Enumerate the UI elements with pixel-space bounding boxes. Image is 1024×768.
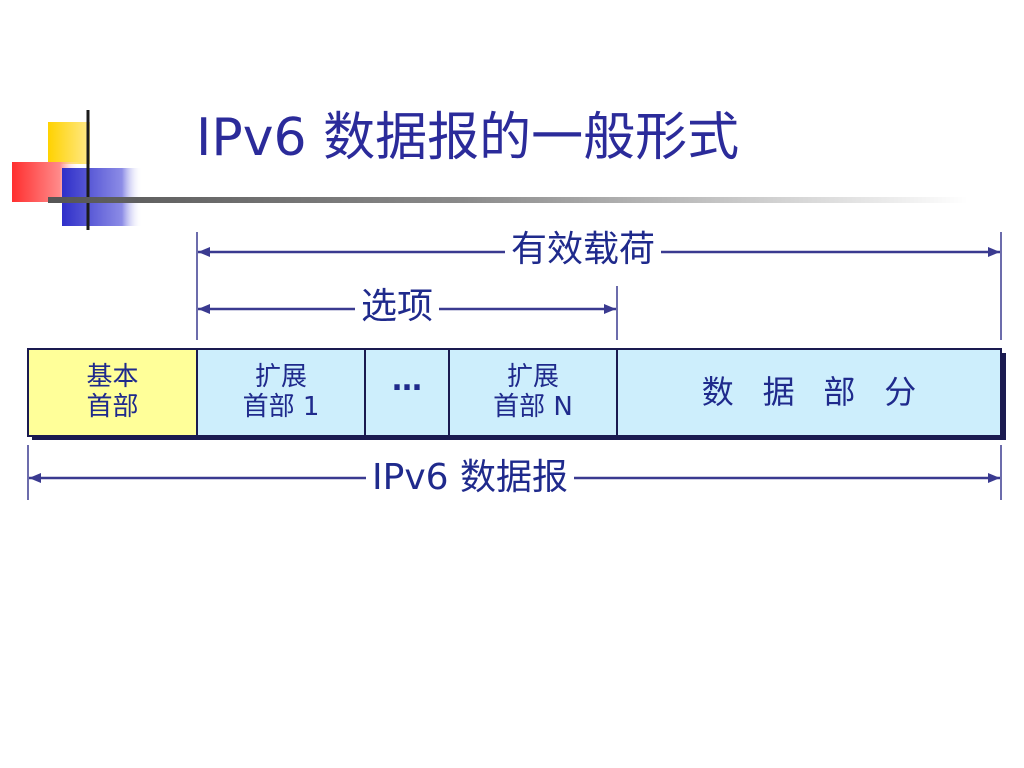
data-part-segment: 数据部分 bbox=[617, 349, 1001, 436]
ellipsis-segment: … bbox=[365, 349, 449, 436]
ellipsis-text: … bbox=[392, 363, 422, 399]
ext-header-1-line2: 首部 1 bbox=[242, 391, 320, 422]
page-title: IPv6 数据报的一般形式 bbox=[196, 108, 740, 168]
ext-header-n-line2: 首部 N bbox=[493, 391, 573, 422]
ext-header-n-box bbox=[448, 348, 618, 437]
ellipsis-box bbox=[364, 348, 450, 437]
data-part-box bbox=[616, 348, 1002, 437]
title-underline bbox=[48, 197, 968, 203]
ext-header-1-line1: 扩展 bbox=[254, 361, 307, 392]
logo-yellow-square bbox=[48, 122, 90, 164]
dimension-ticks bbox=[27, 232, 1002, 500]
datagram-label: IPv6 数据报 bbox=[366, 460, 574, 496]
ext-header-1-box bbox=[196, 348, 366, 437]
options-label: 选项 bbox=[355, 289, 440, 325]
ext-header-1-segment: 扩展 首部 1 bbox=[197, 349, 365, 436]
base-header-segment: 基本 首部 bbox=[28, 349, 197, 436]
base-header-line1: 基本 bbox=[86, 361, 139, 392]
data-part-text: 数据部分 bbox=[701, 373, 945, 412]
ext-header-n-line1: 扩展 bbox=[506, 361, 559, 392]
ext-header-n-segment: 扩展 首部 N bbox=[449, 349, 617, 436]
payload-label: 有效载荷 bbox=[505, 232, 662, 268]
base-header-line2: 首部 bbox=[86, 391, 139, 422]
